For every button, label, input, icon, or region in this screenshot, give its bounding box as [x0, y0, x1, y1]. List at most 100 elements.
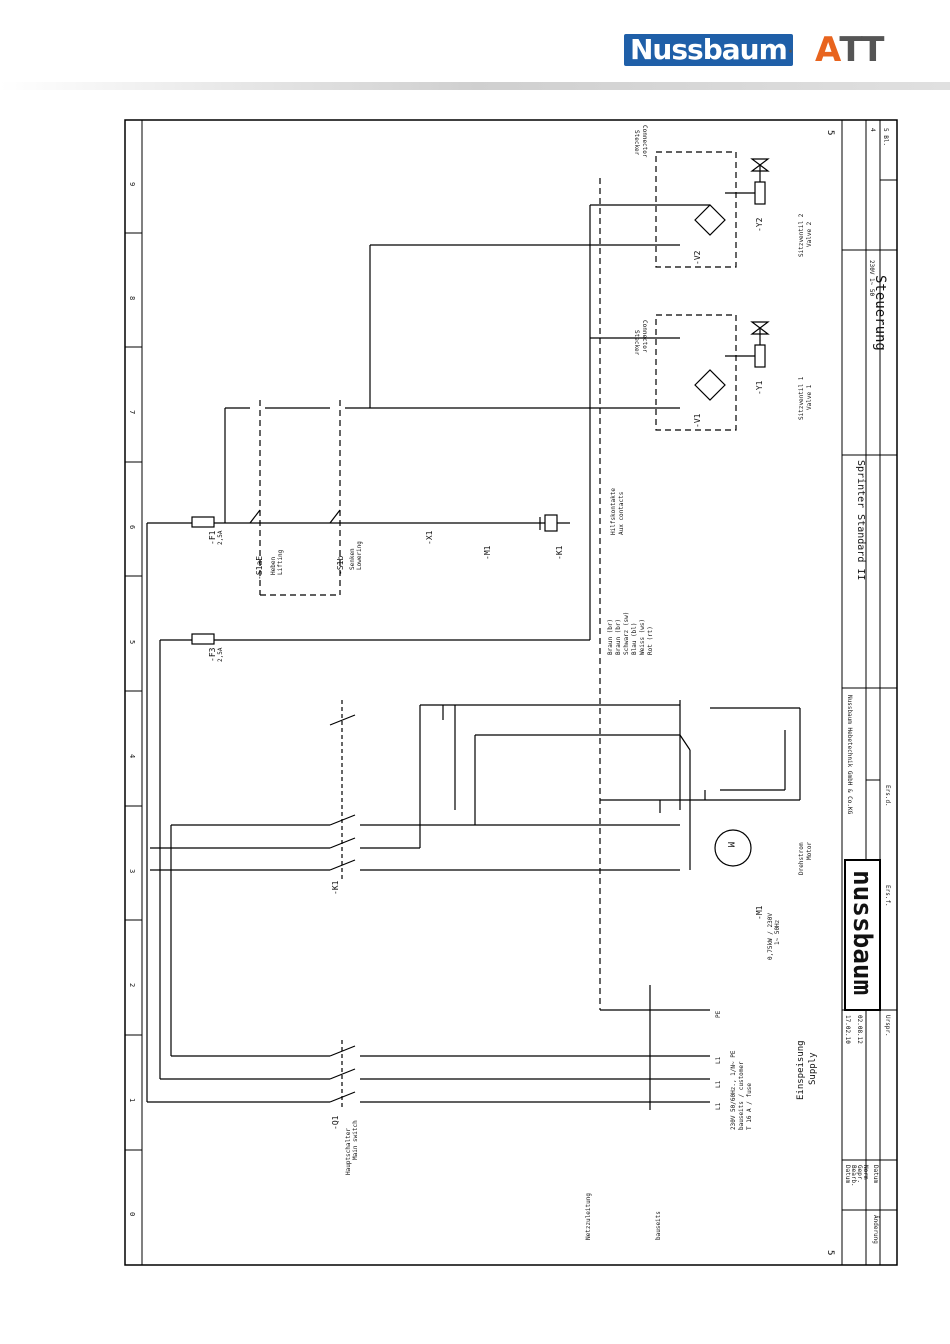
grid-number: 9	[128, 182, 136, 186]
label-rectifier-2: -V2	[693, 250, 702, 265]
label-left-note: Netzzuleitung	[585, 1193, 592, 1240]
label-main-switch-desc: Main switch	[352, 1120, 359, 1160]
label-valve-2-desc: Sitzventil 2	[798, 213, 805, 257]
title-product: Sprinter Standard II	[855, 460, 866, 580]
label-switch-up: -S1aE	[255, 556, 264, 580]
grid-number: 8	[128, 296, 136, 300]
label-motor: -M1	[755, 905, 764, 920]
label-fuse-1: -F1	[208, 530, 217, 545]
header-rule	[0, 82, 950, 90]
label-motor-desc: Drehstrom	[798, 842, 805, 875]
grid-numbers: 9 8 7 6 5 4 3 2 1 0	[128, 182, 136, 1216]
title-footer-label: Änderung	[872, 1215, 879, 1244]
label-terminal: L1	[715, 1056, 722, 1064]
component-labels: -Q1 Hauptschalter Main switch -K1 -F1 -F…	[208, 125, 818, 1240]
label-main-switch: -Q1	[331, 1115, 340, 1130]
label-terminal: PE	[715, 1010, 722, 1018]
label-terminal: L1	[715, 1080, 722, 1088]
label-feed-note: bauseits / customer	[738, 1061, 745, 1130]
title-row-label: Bearb.	[850, 1165, 857, 1187]
label-feed: Einspeisung	[796, 1040, 806, 1100]
corner-number-bottom: 5	[825, 1250, 835, 1255]
control-wiring	[146, 151, 770, 1102]
att-logo-tt: TT	[839, 30, 884, 70]
label-plug-2: Stecker	[633, 130, 640, 156]
label-switch-down-desc: Senken	[349, 548, 356, 570]
label-valve-1: -Y1	[755, 380, 764, 395]
title-footer-label: Ers.f.	[884, 885, 891, 907]
label-motor-data: 0,75kW / 230V	[767, 913, 774, 960]
grid-number: 4	[128, 754, 136, 758]
corner-number-top: 5	[825, 130, 835, 135]
title-footer-label: Datum	[872, 1165, 879, 1183]
label-fuse-rating: 2,5A	[217, 530, 224, 545]
label-motor-data: 1~ 50Hz	[774, 919, 781, 945]
label-main-switch-desc: Hauptschalter	[345, 1128, 352, 1175]
title-row-label: Norm	[862, 1165, 869, 1180]
title-subject: Steuerung	[872, 275, 888, 351]
title-date-1: 17.02.10	[844, 1015, 851, 1044]
brand-separator: ·	[787, 40, 794, 65]
label-color: Weiss (ws)	[639, 619, 646, 655]
grid-number: 6	[128, 525, 136, 529]
label-contact-legend: Hilfskontakte	[610, 488, 617, 535]
label-valve-2-desc: Valve 2	[806, 221, 813, 247]
grid-number: 0	[128, 1212, 136, 1216]
title-footer-label: Ers.d.	[884, 785, 891, 807]
label-switch-down-desc: Lowering	[356, 541, 363, 570]
title-sheet-no: 4	[869, 128, 876, 132]
grid-number: 3	[128, 869, 136, 873]
grid-number: 2	[128, 983, 136, 987]
nussbaum-logo: Nussbaum	[624, 32, 793, 68]
label-motor-desc: Motor	[806, 842, 813, 860]
label-fuse-rating: 2,5A	[217, 647, 224, 662]
label-color: Rot (rt)	[647, 626, 654, 655]
label-feed: Supply	[808, 1052, 818, 1085]
label-feed-note: 230V 50/60Hz., 1/N~ PE	[730, 1050, 737, 1130]
title-logo-text: nussbaum	[847, 870, 877, 995]
motor-symbol-label: M	[725, 842, 735, 848]
label-contactor: -K1	[331, 880, 340, 895]
sheet-frame	[124, 119, 898, 1266]
label-switch-up-desc: Heben	[270, 557, 277, 575]
title-block-text: 17.02.10 02.08.12 Datum Bearb. Gepr. Nor…	[844, 128, 891, 1244]
label-valve-1-desc: Sitzventil 1	[798, 376, 805, 420]
label-valve-2: -Y2	[755, 217, 764, 232]
label-motor-contact: -M1	[483, 545, 492, 560]
label-color: Schwarz (sw)	[623, 612, 630, 655]
grid-number: 7	[128, 410, 136, 414]
nussbaum-wordmark: Nussbaum	[624, 34, 793, 66]
grid-ticks	[125, 232, 142, 1151]
label-color: Braun (br)	[615, 619, 622, 655]
title-footer-label: Urspr.	[884, 1015, 891, 1037]
label-color: Braun (br)	[607, 619, 614, 655]
label-contact-legend: Aux contacts	[618, 491, 625, 535]
label-feed-note: T 16 A / fuse	[746, 1083, 753, 1130]
grid-number: 1	[128, 1098, 136, 1102]
label-plug-1: Connector	[641, 320, 648, 353]
label-switch-down: -S1b	[336, 556, 345, 575]
title-block	[841, 120, 897, 1265]
label-switch-up-desc: Lifting	[277, 549, 284, 575]
label-terminal: L1	[715, 1102, 722, 1110]
title-row-label: Gepr.	[856, 1165, 863, 1183]
supply-wiring	[147, 204, 801, 1110]
label-fuse-3: -F3	[208, 647, 217, 662]
label-left-note: bauseits	[655, 1211, 662, 1240]
title-date-2: 02.08.12	[856, 1015, 863, 1044]
label-valve-1-desc: Valve 1	[806, 384, 813, 410]
motor-symbol: M	[714, 829, 752, 867]
label-contactor-coil: -K1	[555, 545, 564, 560]
label-color: Blau (bl)	[631, 622, 638, 655]
label-rectifier-1: -V1	[693, 413, 702, 428]
title-sheet-total: 5 Bl.	[882, 128, 889, 146]
title-row-label: Datum	[844, 1165, 851, 1183]
title-voltage: 230V 1~ 50	[868, 260, 875, 297]
label-plug-1: Stecker	[633, 330, 640, 356]
label-plug-2: Connector	[641, 125, 648, 158]
label-terminal-x1: -X1	[425, 530, 434, 545]
title-logo: nussbaum	[844, 859, 881, 1011]
